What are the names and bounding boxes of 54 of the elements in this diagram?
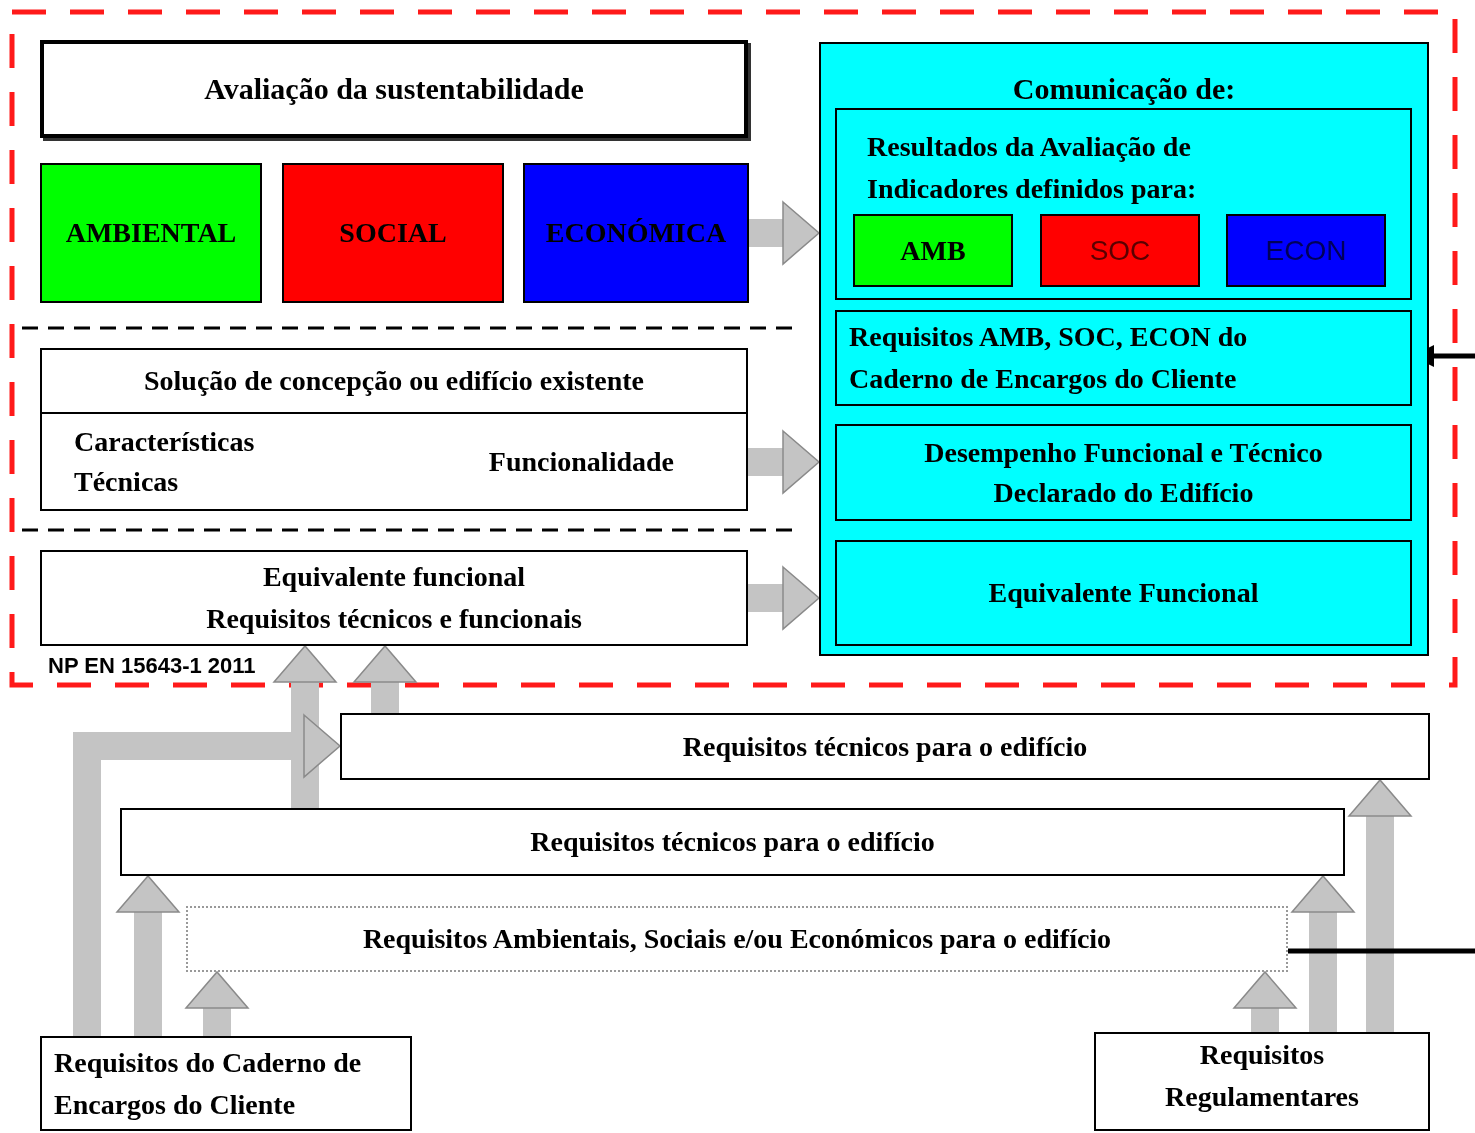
source-box xyxy=(40,1036,412,1131)
requirements-box xyxy=(835,310,1412,406)
box-text: SOCIAL xyxy=(339,216,447,250)
box-text: ECONÓMICA xyxy=(545,216,727,250)
box-text: AMBIENTAL xyxy=(65,216,237,250)
block-arrow xyxy=(749,201,820,265)
requirements-bar xyxy=(186,906,1288,972)
indicator-label: SOC xyxy=(1089,233,1151,268)
panel-heading: Comunicação de: xyxy=(1012,72,1236,105)
box-text: Características Técnicas xyxy=(74,425,255,497)
communication-panel xyxy=(819,42,1429,656)
box-text: AMB xyxy=(900,233,966,268)
block-arrow xyxy=(1348,779,1412,1032)
block-arrow xyxy=(353,645,417,713)
box-text: Requisitos AMB, SOC, ECON do Caderno de Encargos do Cliente xyxy=(849,320,1249,396)
box-text: Requisitos do Caderno de Encargos do Cliente xyxy=(54,1045,363,1122)
block-arrow xyxy=(116,875,180,1036)
block-arrow xyxy=(1233,971,1297,1032)
requirements-bar xyxy=(340,713,1430,780)
box-text: Desempenho Funcional e Técnico Declarado do Edifício xyxy=(923,435,1324,510)
box-text: Equivalente funcional xyxy=(262,560,526,594)
block-arrow xyxy=(1291,875,1355,1032)
solution-box xyxy=(40,348,748,511)
box-text: Requisitos Regulamentares xyxy=(1164,1038,1360,1114)
block-arrow xyxy=(273,645,337,808)
equivalent-box xyxy=(835,540,1412,646)
source-box xyxy=(1094,1032,1430,1131)
box-text: Requisitos técnicos e funcionais xyxy=(206,602,582,636)
requirements-bar xyxy=(120,808,1345,876)
indicator-box xyxy=(853,214,1013,287)
box-heading: Solução de concepção ou edifício existente xyxy=(143,364,645,398)
box-text: Requisitos técnicos para o edifício xyxy=(682,729,1088,764)
box-text: Requisitos Ambientais, Sociais e/ou Económicos para o edifício xyxy=(362,922,1112,956)
category-box xyxy=(282,163,504,303)
performance-box xyxy=(835,424,1412,521)
standard-label: NP EN 15643-1 2011 xyxy=(48,653,256,678)
results-box xyxy=(835,108,1412,300)
indicator-box xyxy=(1040,214,1200,287)
indicator-box xyxy=(1226,214,1386,287)
box-text: Funcionalidade xyxy=(488,444,675,479)
equivalent-box xyxy=(40,550,748,646)
indicator-label: ECON xyxy=(1265,233,1347,268)
connector-line xyxy=(1288,948,1475,954)
box-text: Equivalente Funcional xyxy=(988,576,1259,610)
box-text: Requisitos técnicos para o edifício xyxy=(530,825,935,859)
box-text: Avaliação da sustentabilidade xyxy=(204,71,584,107)
block-arrow xyxy=(748,430,820,494)
box-heading: Resultados da Avaliação de Indicadores definidos para: xyxy=(867,131,1197,204)
block-arrow xyxy=(748,566,820,630)
category-box xyxy=(523,163,749,303)
block-arrow xyxy=(73,714,341,1036)
block-arrow xyxy=(185,971,249,1036)
title-box xyxy=(40,40,748,138)
category-box xyxy=(40,163,262,303)
